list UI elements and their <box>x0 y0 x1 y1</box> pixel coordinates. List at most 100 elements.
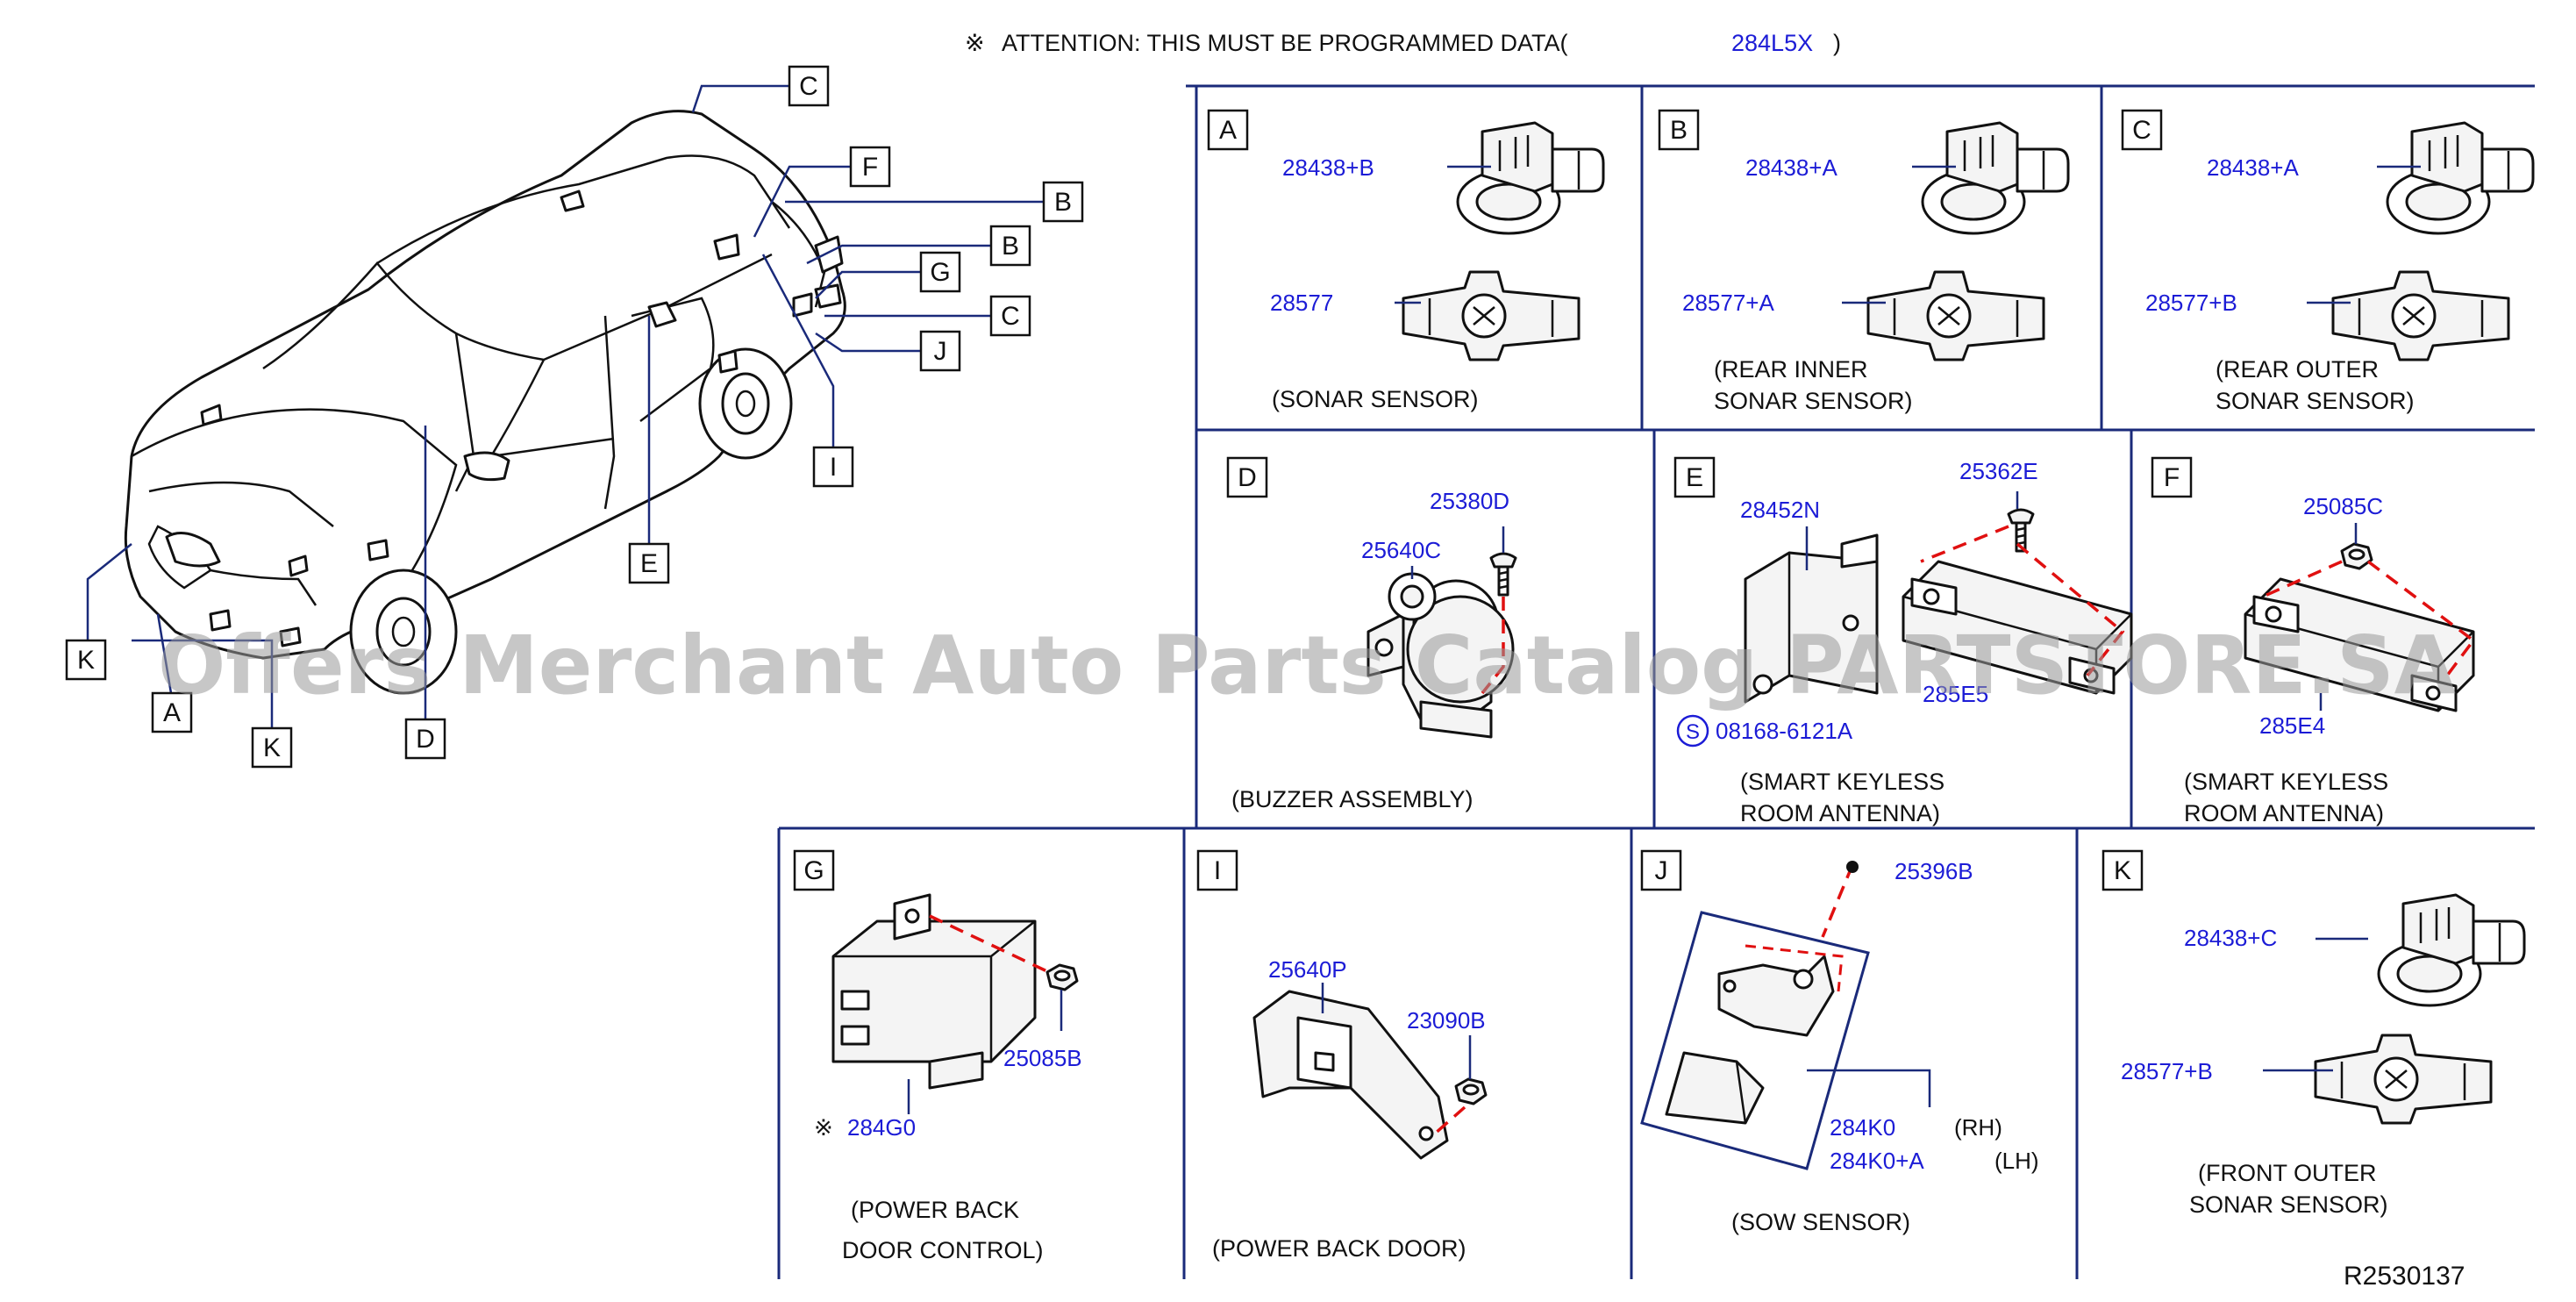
callout-box-c-rear <box>989 295 1031 337</box>
panel-letter-box <box>1640 849 1682 891</box>
buzzer-part <box>1366 572 1515 739</box>
attention-header: ※ ATTENTION: THIS MUST BE PROGRAMMED DAT… <box>965 30 1841 56</box>
panel-caption: (REAR OUTER <box>2216 356 2379 383</box>
part-number[interactable]: 285E5 <box>1923 681 1988 707</box>
panel-caption: (SONAR SENSOR) <box>1272 386 1479 412</box>
callout-box-c-top <box>788 65 830 107</box>
panel-f: F 25085C 285E4 (SMART KEYLESS ROOM ANTEN… <box>2151 456 2476 826</box>
panel-k: K 28438+C 28577+B (FRONT OUTER SONAR SEN… <box>2101 849 2526 1218</box>
panel-caption: (FRONT OUTER <box>2198 1160 2377 1186</box>
sonar-sensor-part <box>1456 121 1605 235</box>
callout-letter: K <box>263 733 281 762</box>
panel-grid <box>777 84 2535 1279</box>
callout-letter: E <box>640 549 658 578</box>
part-number[interactable]: 28438+A <box>2207 154 2299 181</box>
bolt-spec-mark: S <box>1686 720 1700 744</box>
attention-mark: ※ <box>965 30 985 56</box>
part-number[interactable]: 28577+B <box>2121 1058 2213 1084</box>
callout-letter: J <box>934 337 947 366</box>
panel-letter: D <box>1238 463 1257 492</box>
assembly-outline <box>1640 911 1870 1170</box>
callout-letter: G <box>930 258 950 287</box>
panel-caption: SONAR SENSOR) <box>1714 388 1913 414</box>
callout-letter: F <box>862 153 878 182</box>
panel-letter-box <box>2151 456 2193 498</box>
sonar-sensor-part <box>2386 121 2535 235</box>
part-number[interactable]: 25085B <box>1003 1045 1082 1071</box>
panel-caption: SONAR SENSOR) <box>2216 388 2415 414</box>
panel-caption: ROOM ANTENNA) <box>2184 800 2384 826</box>
panel-letter: C <box>2132 116 2151 145</box>
callout-box-k-center <box>251 726 293 769</box>
callout-box-j <box>919 330 961 372</box>
panel-caption: (POWER BACK DOOR) <box>1212 1235 1466 1262</box>
bolt-spec-circle <box>1676 714 1709 748</box>
part-number[interactable]: 25380D <box>1430 488 1509 514</box>
panel-letter: J <box>1655 856 1668 885</box>
attention-code: 284L5X <box>1731 30 1813 56</box>
panel-letter-box <box>1207 109 1249 151</box>
vehicle-leader-lines <box>86 84 1044 728</box>
part-number[interactable]: 25362E <box>1959 458 2038 484</box>
part-number[interactable]: 25085C <box>2303 493 2383 519</box>
callout-letter: B <box>1054 188 1072 217</box>
part-number[interactable]: 284G0 <box>847 1114 916 1141</box>
antenna-bracket-part <box>1744 533 1879 704</box>
panel-a: A 28438+B 28577 (SONAR SENSOR) <box>1207 109 1605 412</box>
part-number[interactable]: 25396B <box>1895 858 1973 884</box>
part-number[interactable]: 25640P <box>1268 956 1347 983</box>
panel-i: I 25640P 23090B (POWER BACK DOOR) <box>1196 849 1488 1262</box>
panel-letter: I <box>1214 856 1221 885</box>
panel-caption: (REAR INNER <box>1714 356 1868 383</box>
nut-part <box>1454 1077 1488 1105</box>
part-number[interactable]: 284K0 <box>1830 1114 1895 1141</box>
sonar-sensor-part <box>1921 121 2070 235</box>
callout-box-k-left <box>65 639 107 681</box>
nut-part <box>2340 542 2373 570</box>
panel-c: C 28438+A 28577+B (REAR OUTER SONAR SENS… <box>2121 109 2535 414</box>
callout-letter: C <box>799 72 818 101</box>
sensor-bracket-part <box>2314 1034 2493 1125</box>
program-mark: ※ <box>814 1114 833 1141</box>
part-number[interactable]: 23090B <box>1407 1007 1486 1034</box>
part-number[interactable]: 28438+B <box>1282 154 1374 181</box>
attention-text: ATTENTION: THIS MUST BE PROGRAMMED DATA( <box>1002 30 1568 56</box>
part-number[interactable]: 284K0+A <box>1830 1148 1924 1174</box>
panel-letter: A <box>1219 116 1237 145</box>
panel-letter-box <box>1673 456 1716 498</box>
panel-caption: (SOW SENSOR) <box>1731 1209 1910 1235</box>
part-number[interactable]: 28452N <box>1740 497 1820 523</box>
panel-letter: K <box>2114 856 2131 885</box>
panel-letter-box <box>2121 109 2163 151</box>
vehicle-illustration <box>124 110 846 695</box>
vehicle-callouts: C F B B G C J I E K A K D <box>65 65 1084 769</box>
callout-letter: K <box>77 646 95 675</box>
panel-letter: G <box>803 856 824 885</box>
part-number[interactable]: 28438+C <box>2184 925 2277 951</box>
part-number[interactable]: 28577+A <box>1682 290 1774 316</box>
part-number[interactable]: 08168-6121A <box>1716 718 1853 744</box>
panel-caption: (SMART KEYLESS <box>1740 769 1944 795</box>
callout-box-f <box>849 146 891 188</box>
panel-caption: (POWER BACK <box>851 1197 1019 1223</box>
callout-box-b-lower <box>989 225 1031 267</box>
callout-box-d <box>404 718 446 760</box>
callout-letter: I <box>830 453 837 482</box>
panel-letter-box <box>1658 109 1700 151</box>
power-back-door-control-part <box>831 893 1037 1090</box>
part-number[interactable]: 25640C <box>1361 537 1441 563</box>
panel-caption: ROOM ANTENNA) <box>1740 800 1940 826</box>
bolt-part <box>2007 508 2035 553</box>
part-number[interactable]: 285E4 <box>2259 712 2325 739</box>
panel-d: D 25380D 25640C (BUZZER ASSEMBLY) <box>1226 456 1517 812</box>
power-back-door-bracket-part <box>1252 990 1449 1160</box>
callout-letter: B <box>1002 232 1019 261</box>
panel-caption: SONAR SENSOR) <box>2189 1191 2388 1218</box>
part-number[interactable]: 28577+B <box>2145 290 2237 316</box>
part-number[interactable]: 28438+A <box>1745 154 1837 181</box>
panel-letter-box <box>1226 456 1268 498</box>
side-label: (RH) <box>1954 1114 2002 1141</box>
callout-box-e <box>628 542 670 584</box>
part-number[interactable]: 28577 <box>1270 290 1333 316</box>
